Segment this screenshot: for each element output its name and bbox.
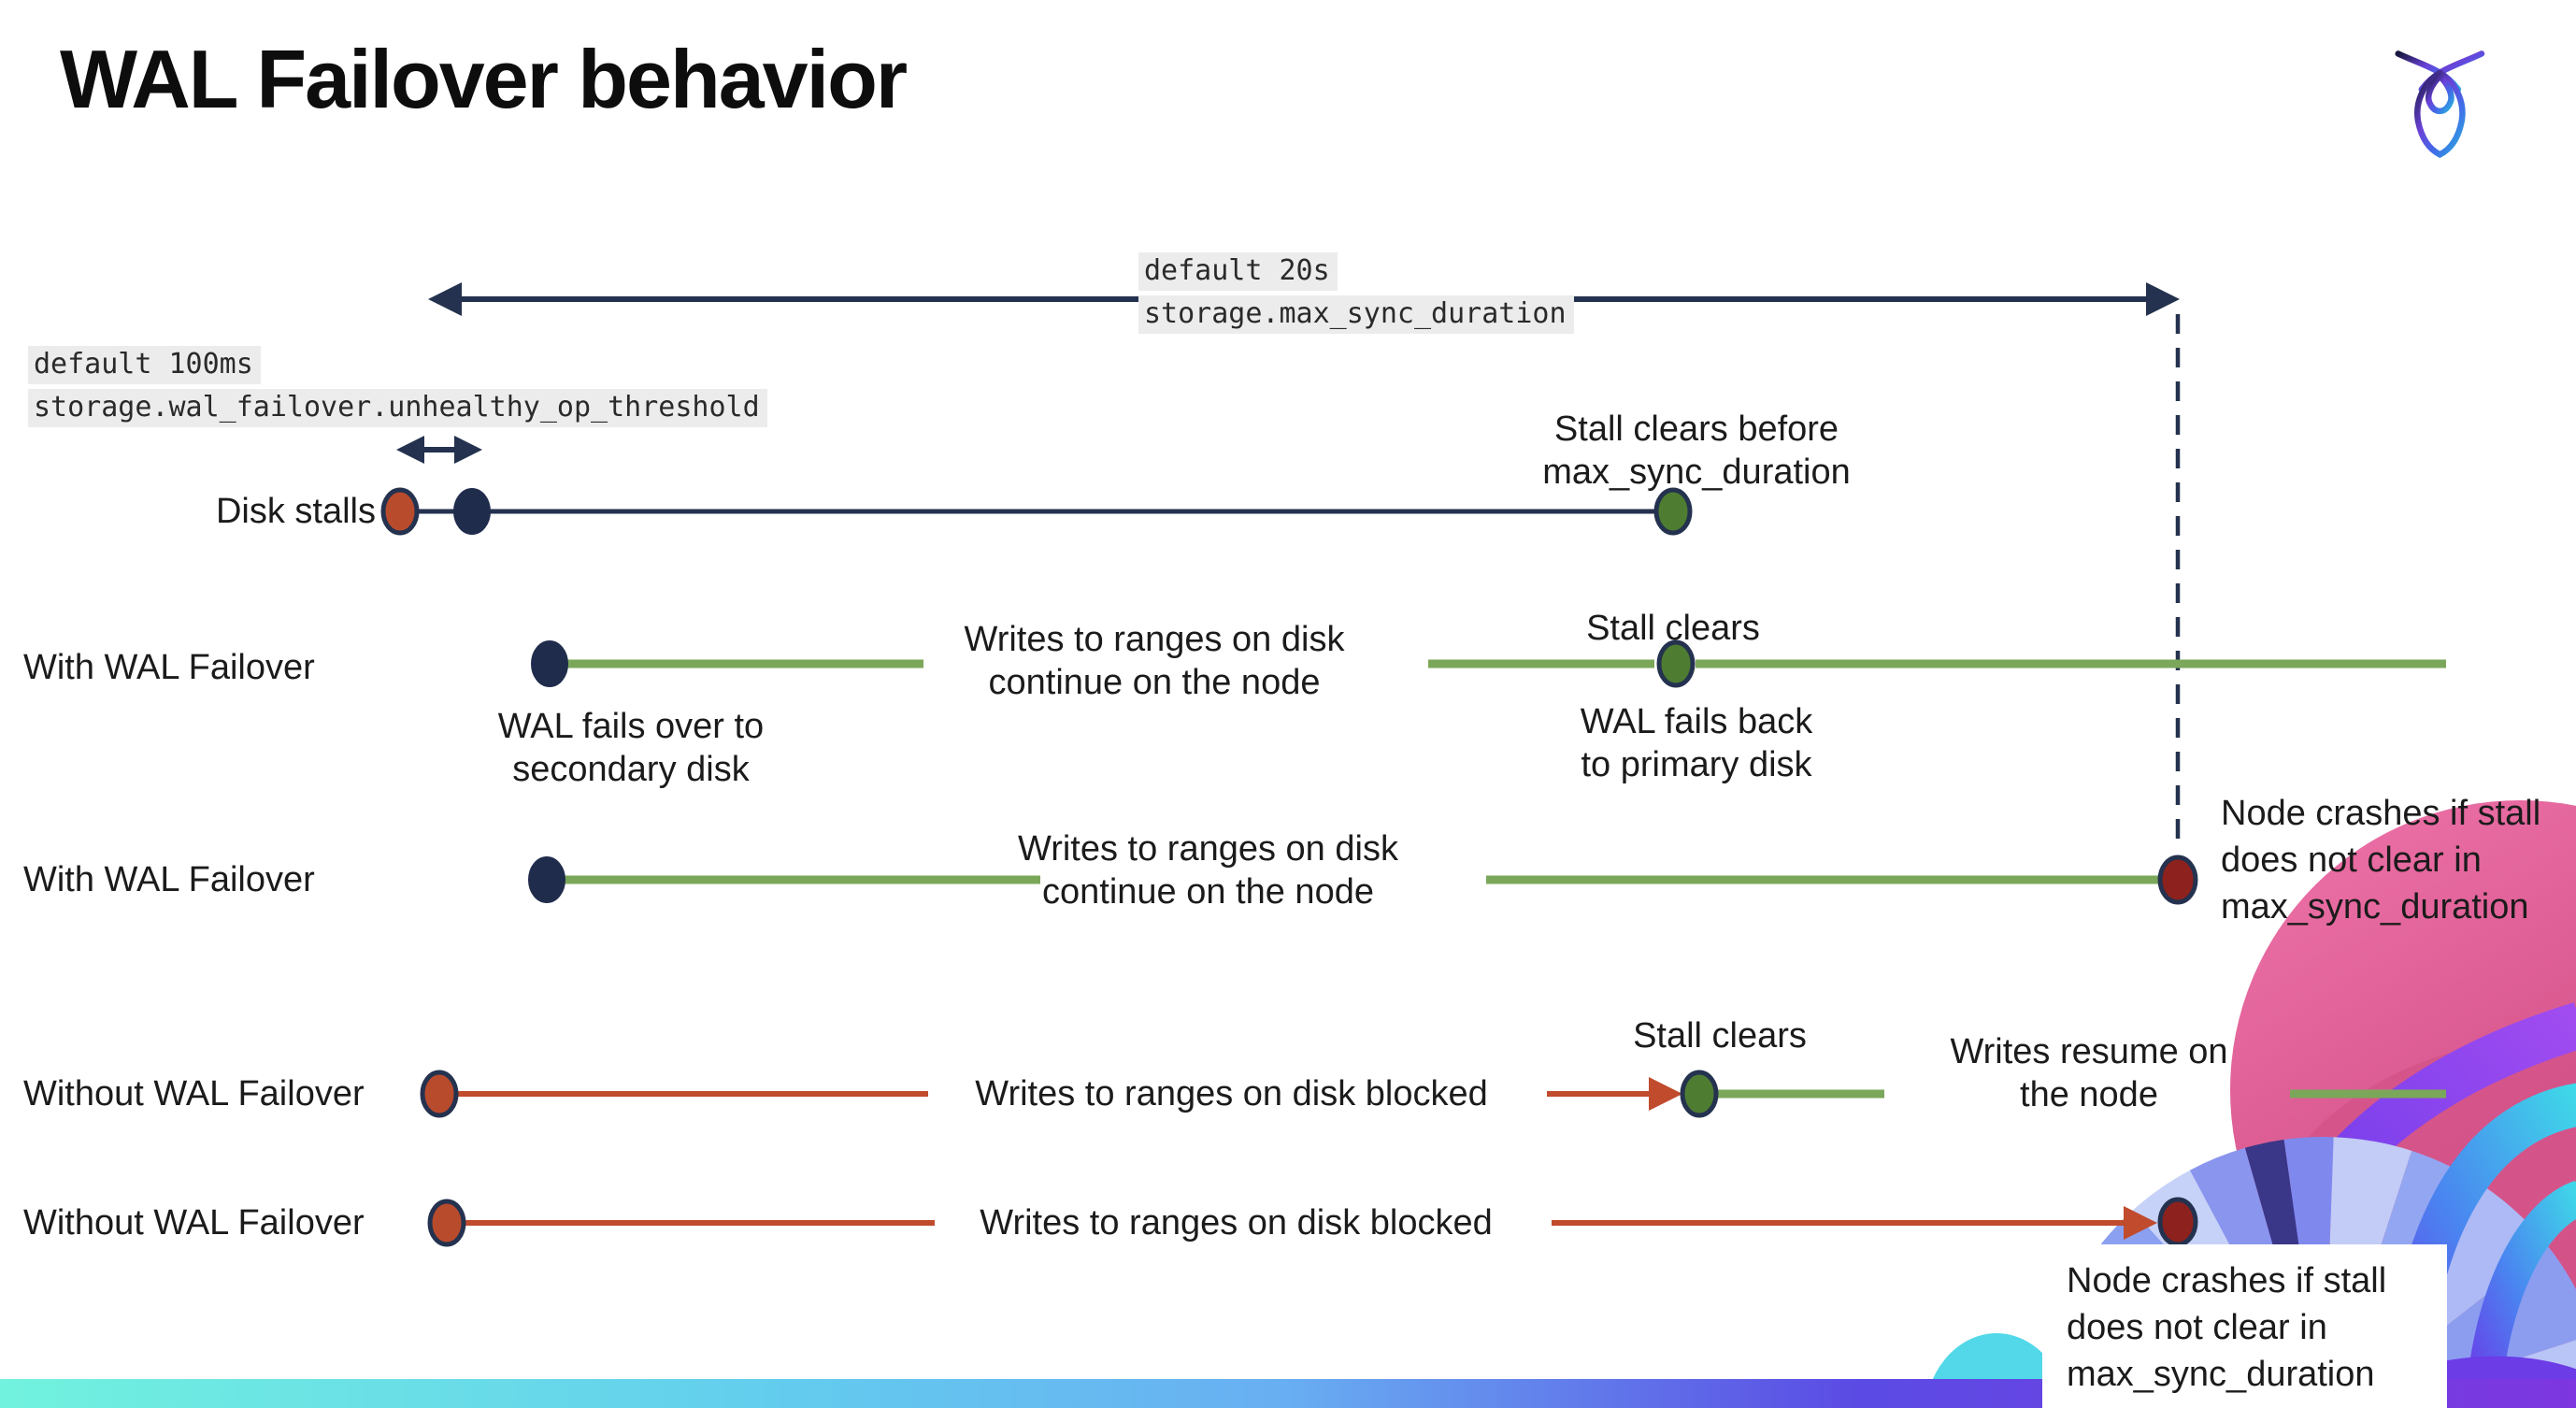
note-wal-fails-over: WAL fails over to secondary disk [497, 707, 765, 789]
failover-threshold-dot [453, 488, 491, 535]
unhealthy-op-threshold-arrow [396, 436, 482, 464]
note-node-crashes-1: Node crashes if stall does not clear in … [2221, 794, 2541, 927]
timeline-without-wal-failover-crash [427, 1197, 2198, 1247]
note-writes-continue-2: Writes to ranges on disk continue on the… [1018, 829, 1398, 912]
note-writes-resume: Writes resume on the node [1950, 1032, 2228, 1114]
stall-clear-dot [1653, 487, 1693, 536]
note-wal-fails-back: WAL fails back to primary disk [1580, 702, 1813, 784]
max-sync-default-chip: default 20s [1138, 252, 1338, 291]
page-title: WAL Failover behavior [60, 33, 908, 125]
note-stall-clears-before: Stall clears before max_sync_duration [1542, 409, 1851, 492]
failover-dot [531, 640, 568, 687]
row-label-without-wal-failover-2: Without WAL Failover [23, 1203, 365, 1243]
row-label-with-wal-failover-2: With WAL Failover [23, 860, 315, 899]
cockroachdb-logo-icon [2395, 50, 2485, 158]
threshold-default-chip: default 100ms [28, 346, 261, 384]
threshold-setting-chip: storage.wal_failover.unhealthy_op_thresh… [28, 389, 767, 427]
max-sync-duration-callout: default 20s storage.max_sync_duration [1138, 252, 1574, 334]
node-crash-dot [2157, 855, 2198, 905]
stall-start-dot [420, 1070, 459, 1118]
stall-start-dot [380, 487, 420, 536]
unhealthy-op-threshold-callout: default 100ms storage.wal_failover.unhea… [28, 346, 767, 427]
stall-clear-dot [1656, 639, 1696, 688]
row-label-without-wal-failover-1: Without WAL Failover [23, 1074, 365, 1113]
note-stall-clears-1: Stall clears [1586, 609, 1760, 648]
timeline-without-wal-failover-clears [420, 1070, 2446, 1118]
failover-dot [528, 856, 565, 903]
timeline-disk-stalls [380, 487, 1693, 536]
note-node-crashes-2: Node crashes if stall does not clear in … [2067, 1261, 2387, 1394]
timeline-with-wal-failover-clears [531, 639, 2446, 688]
stall-clear-dot [1680, 1070, 1719, 1118]
max-sync-setting-chip: storage.max_sync_duration [1138, 295, 1574, 334]
note-writes-blocked-1: Writes to ranges on disk blocked [975, 1074, 1488, 1113]
note-writes-blocked-2: Writes to ranges on disk blocked [980, 1203, 1493, 1243]
node-crashes-callout-box: Node crashes if stall does not clear in … [2042, 1244, 2447, 1408]
node-crash-dot [2157, 1197, 2198, 1247]
row-label-with-wal-failover-1: With WAL Failover [23, 648, 315, 687]
row-label-disk-stalls: Disk stalls [215, 492, 376, 531]
stall-start-dot [427, 1199, 466, 1247]
timeline-with-wal-failover-crash [528, 855, 2198, 905]
note-writes-continue-1: Writes to ranges on disk continue on the… [964, 620, 1345, 702]
note-stall-clears-2: Stall clears [1633, 1016, 1807, 1056]
